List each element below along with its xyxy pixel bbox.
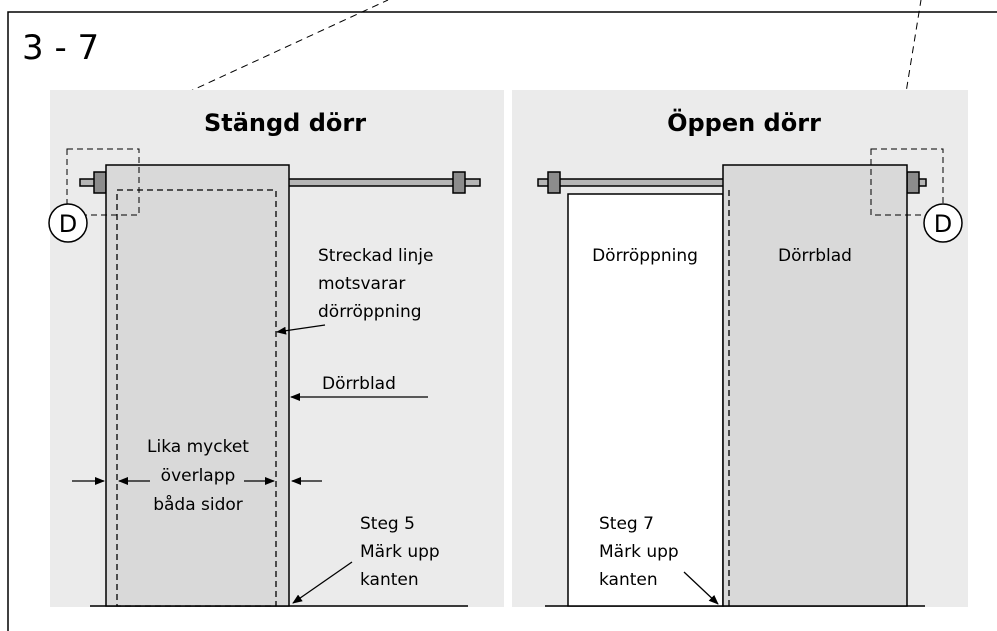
closed-door-leaf <box>105 164 290 607</box>
closed-detail-box-dashed <box>66 148 140 216</box>
closed-callout-letter: D <box>59 210 77 238</box>
closed-overlap-note-line3: båda sidor <box>153 494 243 515</box>
step-number: 3 - 7 <box>22 28 99 68</box>
open-rail-stopper-left <box>547 171 561 194</box>
closed-door-opening-dashed <box>116 189 277 607</box>
closed-step-note-line2: Märk upp <box>360 542 440 562</box>
open-step-note-arrow <box>683 571 719 605</box>
open-callout-letter: D <box>934 210 952 238</box>
closed-overlap-note-line2: överlapp <box>161 466 236 486</box>
closed-step-note-line1: Steg 5 <box>360 514 415 534</box>
closed-dashed-note-arrow <box>276 324 326 335</box>
open-door-panel: D Öppen dörr Dörröppning Dörrblad Steg 7… <box>512 90 968 607</box>
open-step-note-line3: kanten <box>599 570 658 590</box>
open-leaf-label: Dörrblad <box>778 246 852 266</box>
closed-step-note-arrow <box>292 561 353 604</box>
open-panel-title: Öppen dörr <box>667 107 821 137</box>
closed-dashed-note-line2: motsvarar <box>318 274 405 294</box>
closed-dashed-note-line1: Streckad linje <box>318 246 433 266</box>
closed-overlap-note-line1: Lika mycket <box>147 437 249 457</box>
open-detail-box-dashed <box>870 148 944 216</box>
closed-rail-stopper-right <box>452 171 466 194</box>
open-step-note-line1: Steg 7 <box>599 514 654 534</box>
zoom-leader-line-left <box>66 0 389 149</box>
door-opening <box>567 193 724 607</box>
closed-step-note-line3: kanten <box>360 570 419 590</box>
open-step-note-line2: Märk upp <box>599 542 679 562</box>
outer-frame <box>7 11 997 631</box>
closed-panel-title: Stängd dörr <box>204 109 366 137</box>
closed-dashed-note-line3: dörröppning <box>318 302 422 322</box>
closed-door-panel: D Stängd dörr Streckad linje motsvarar d… <box>48 90 504 607</box>
open-door-leaf <box>722 164 908 607</box>
closed-rail-stopper-left <box>93 171 107 194</box>
door-opening-label: Dörröppning <box>592 246 698 266</box>
closed-leaf-label: Dörrblad <box>322 374 396 394</box>
open-rail-stopper-right <box>906 171 920 194</box>
open-callout-circle <box>923 203 963 243</box>
closed-callout-circle <box>48 203 88 243</box>
